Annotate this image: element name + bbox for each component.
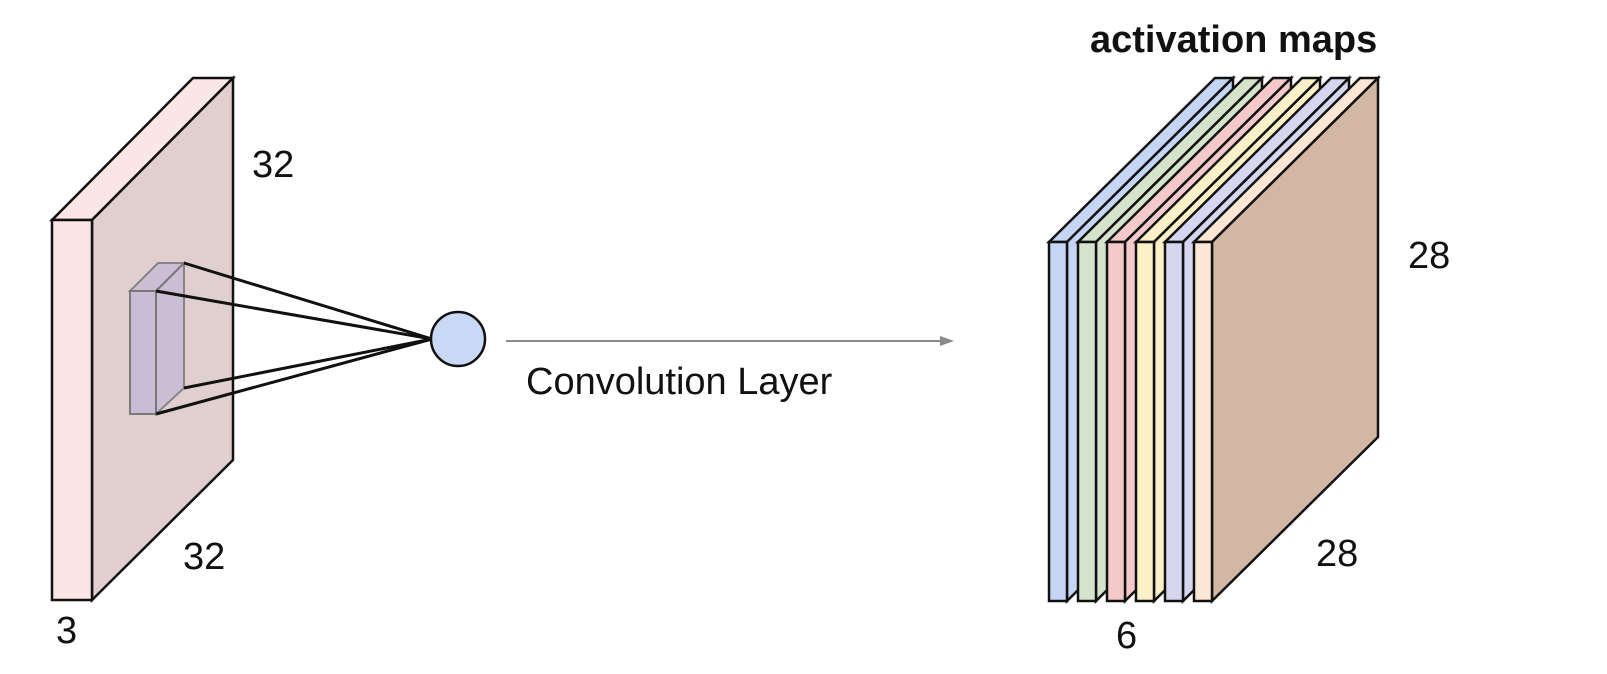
output-height-label: 28 bbox=[1408, 235, 1450, 277]
activation-maps-stack bbox=[1045, 75, 1382, 604]
input-volume-front-face bbox=[50, 218, 94, 602]
connection-line bbox=[183, 337, 433, 390]
neuron-node bbox=[429, 310, 487, 368]
connection-line bbox=[155, 337, 433, 416]
input-height-label: 32 bbox=[252, 144, 294, 186]
connection-line bbox=[183, 261, 433, 341]
activation-map-front bbox=[1163, 240, 1185, 603]
activation-map-front bbox=[1047, 240, 1069, 603]
convolution-layer-label: Convolution Layer bbox=[526, 361, 833, 403]
connection-line bbox=[155, 289, 433, 341]
activation-map-6 bbox=[1190, 75, 1382, 604]
activation-map-front bbox=[1076, 240, 1098, 603]
activation-maps-title: activation maps bbox=[1090, 19, 1377, 61]
filter-box-front bbox=[129, 290, 157, 415]
output-width-label: 28 bbox=[1316, 533, 1358, 575]
activation-map-front bbox=[1192, 240, 1214, 603]
arrow-head bbox=[940, 336, 954, 346]
input-volume: 32 32 3 bbox=[48, 74, 433, 652]
input-depth-label: 3 bbox=[56, 610, 77, 652]
filter-connections bbox=[155, 261, 433, 416]
input-width-label: 32 bbox=[183, 536, 225, 578]
activation-map-front bbox=[1134, 240, 1156, 603]
convolution-arrow bbox=[506, 336, 954, 346]
output-depth-label: 6 bbox=[1116, 615, 1137, 657]
filter-box bbox=[127, 260, 187, 417]
activation-map-front bbox=[1105, 240, 1127, 603]
